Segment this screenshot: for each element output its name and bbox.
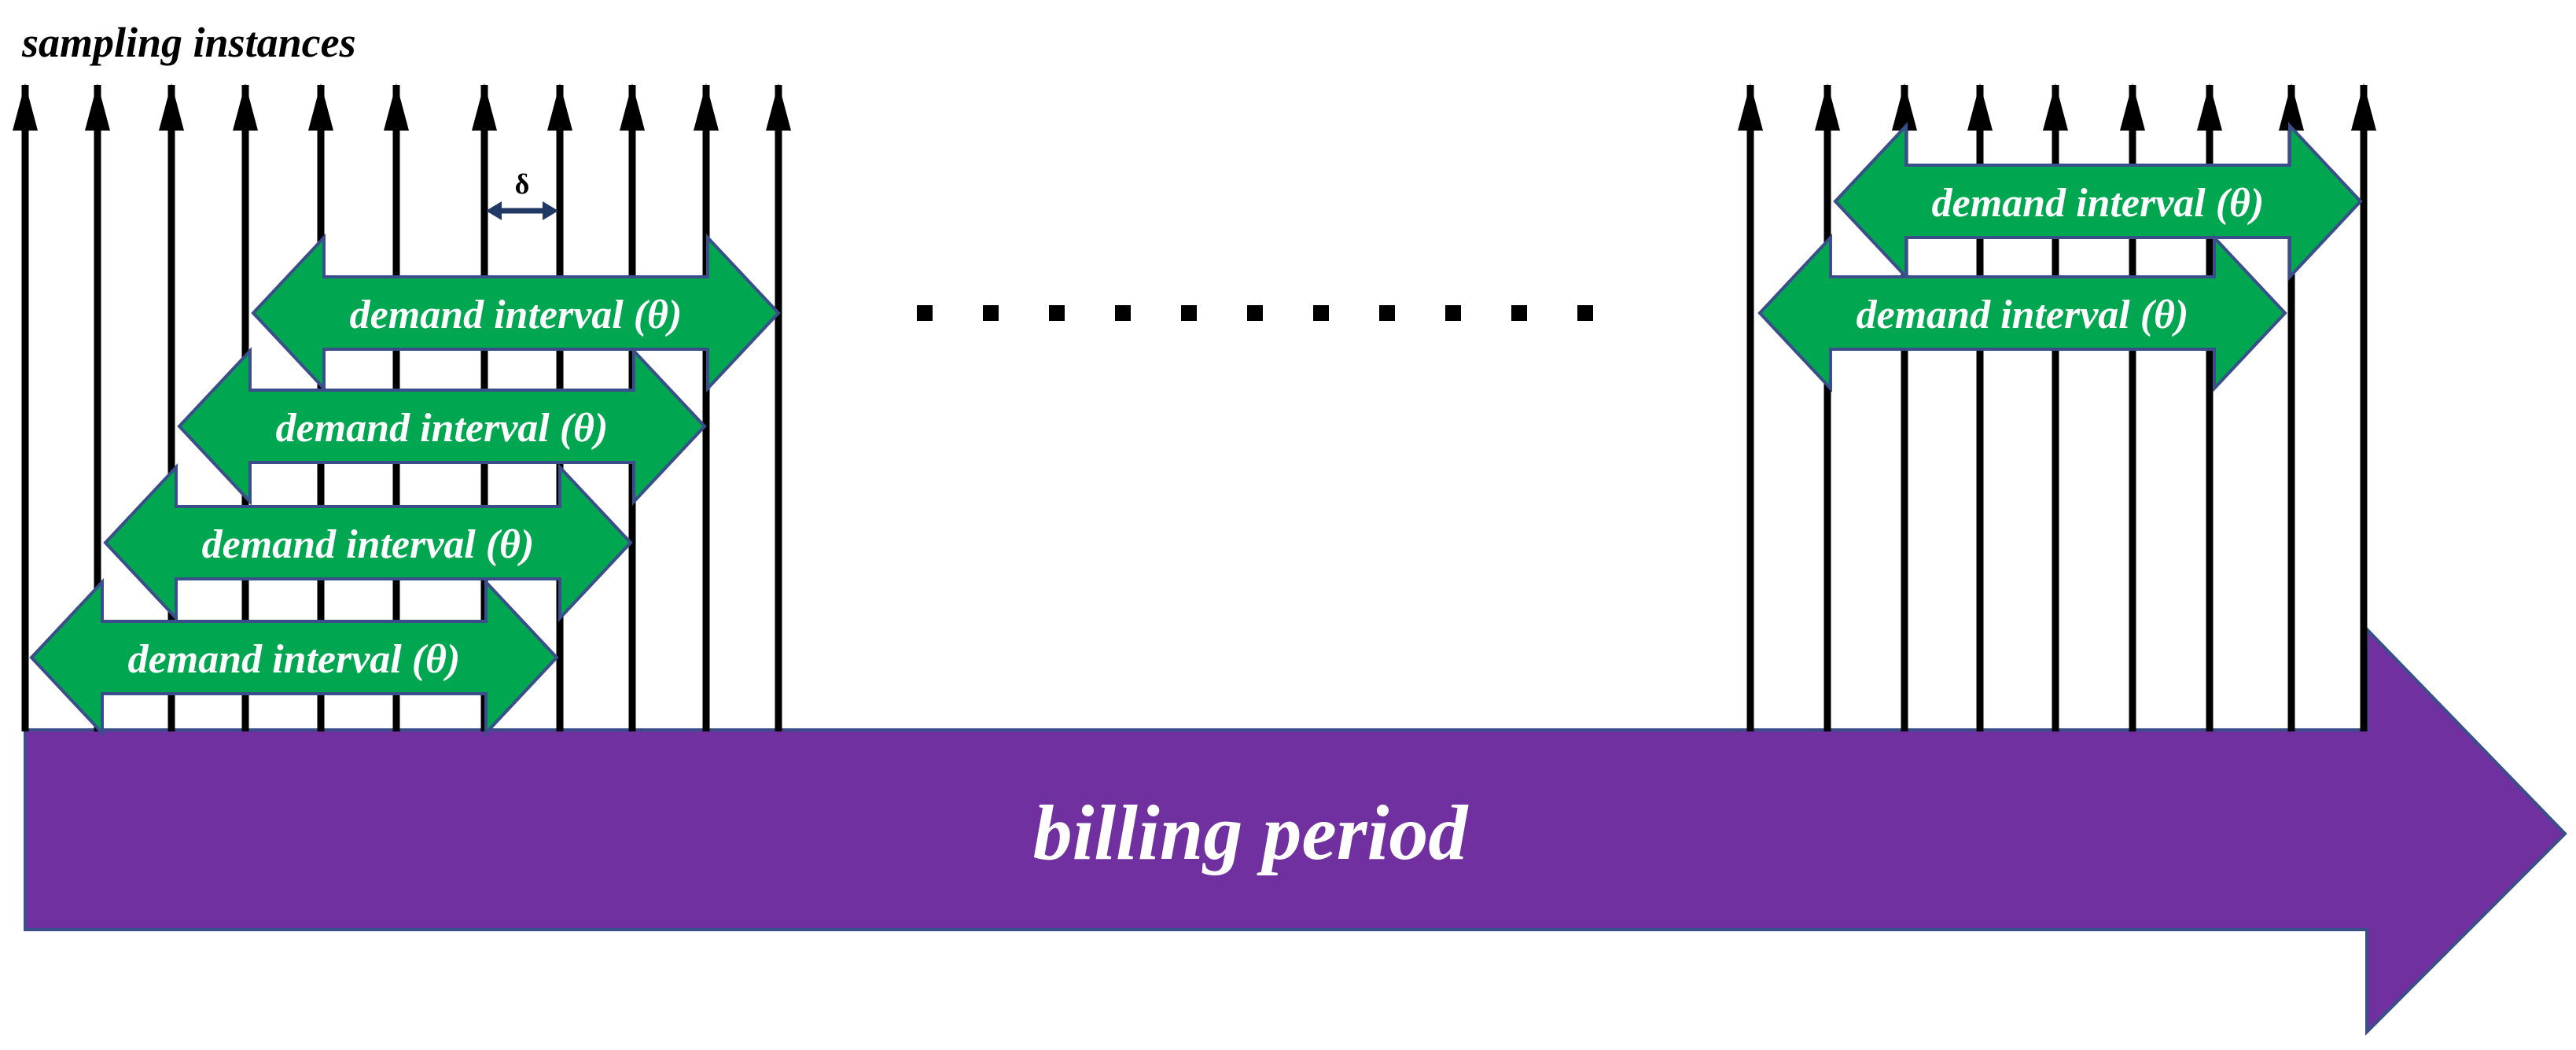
arrowhead-icon xyxy=(308,83,333,131)
demand-interval-label: demand interval (θ) xyxy=(276,406,609,451)
demand-interval-arrow: demand interval (θ) xyxy=(251,233,781,393)
demand-interval-label: demand interval (θ) xyxy=(1932,181,2265,226)
sampling-arrowheads-right xyxy=(1738,83,2376,131)
arrowhead-icon xyxy=(766,83,791,131)
arrowhead-icon xyxy=(1892,83,1917,131)
arrowhead-icon xyxy=(472,83,497,131)
arrowhead-icon xyxy=(13,83,38,131)
demand-interval-label: demand interval (θ) xyxy=(128,637,461,682)
arrowhead-icon xyxy=(1738,83,1763,131)
arrowhead-icon xyxy=(547,83,572,131)
demand-interval-arrow: demand interval (θ) xyxy=(177,346,707,507)
billing-period-label: billing period xyxy=(1033,789,1470,876)
ellipsis-dots xyxy=(917,305,1593,321)
arrowhead-icon xyxy=(1967,83,1993,131)
demand-interval-arrow: demand interval (θ) xyxy=(1757,233,2287,393)
arrowhead-icon xyxy=(2197,83,2222,131)
arrowhead-icon xyxy=(1815,83,1840,131)
demand-interval-label: demand interval (θ) xyxy=(1857,293,2189,337)
delta-left-arrowhead-icon xyxy=(486,201,502,220)
delta-right-arrowhead-icon xyxy=(543,201,558,220)
ellipsis-text: . . . . . . . . . . . xyxy=(0,0,5,1)
arrowhead-icon xyxy=(159,83,184,131)
demand-interval-label: demand interval (θ) xyxy=(350,293,683,337)
arrowhead-icon xyxy=(2279,83,2304,131)
arrowhead-icon xyxy=(384,83,409,131)
arrowhead-icon xyxy=(2043,83,2068,131)
sampling-arrowheads-left xyxy=(13,83,791,131)
arrowhead-icon xyxy=(694,83,719,131)
demand-interval-arrow: demand interval (θ) xyxy=(29,577,559,738)
demand-interval-arrow: demand interval (θ) xyxy=(1833,121,2363,282)
arrowhead-icon xyxy=(620,83,645,131)
delta-marker: δ xyxy=(486,168,558,220)
sampling-instances-label: sampling instances xyxy=(21,19,356,66)
demand-interval-label: demand interval (θ) xyxy=(202,522,535,567)
sampling-lines-right xyxy=(1746,85,2368,731)
arrowhead-icon xyxy=(85,83,110,131)
arrowhead-icon xyxy=(2351,83,2376,131)
demand-interval-arrow: demand interval (θ) xyxy=(103,462,633,623)
arrowhead-icon xyxy=(2120,83,2145,131)
delta-label: δ xyxy=(515,168,530,200)
arrowhead-icon xyxy=(233,83,258,131)
